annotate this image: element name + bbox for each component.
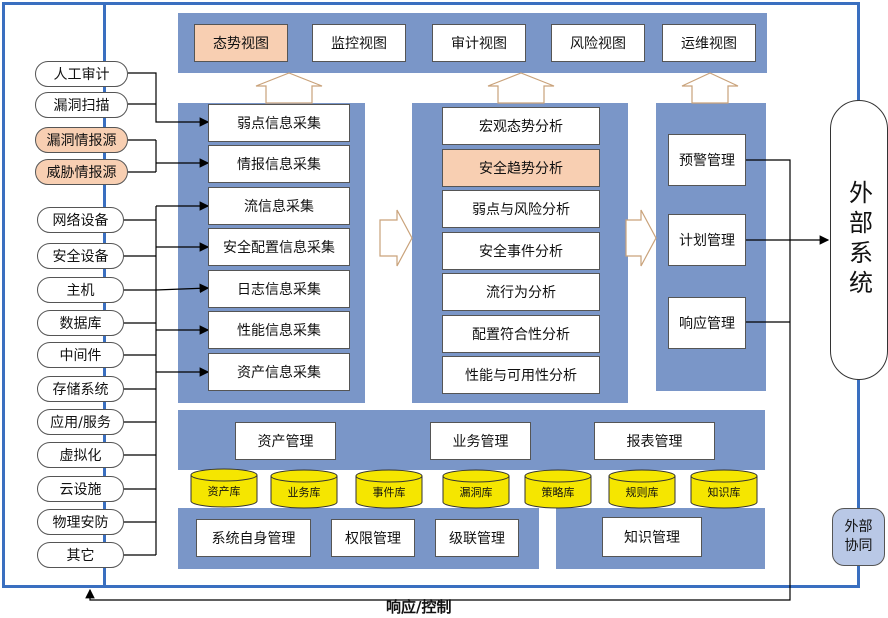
view-audit[interactable]: 审计视图: [432, 24, 526, 62]
mgmt-alert[interactable]: 预警管理: [668, 134, 746, 186]
analysis-event[interactable]: 安全事件分析: [442, 232, 600, 270]
source-middleware[interactable]: 中间件: [37, 342, 124, 368]
database-icon: [524, 469, 592, 509]
analysis-perf[interactable]: 性能与可用性分析: [442, 356, 600, 394]
db-business[interactable]: 业务库: [270, 469, 338, 509]
db-event[interactable]: 事件库: [355, 469, 423, 509]
source-other[interactable]: 其它: [37, 542, 124, 568]
db-label: 资产库: [207, 485, 241, 498]
db-label: 事件库: [372, 486, 406, 499]
cascade-mgmt[interactable]: 级联管理: [435, 519, 519, 557]
db-label: 漏洞库: [459, 486, 493, 499]
collect-perf[interactable]: 性能信息采集: [208, 311, 350, 349]
collect-secconfig[interactable]: 安全配置信息采集: [208, 228, 350, 266]
source-physical-security[interactable]: 物理安防: [37, 509, 124, 535]
db-label: 知识库: [707, 486, 741, 499]
source-host[interactable]: 主机: [37, 277, 124, 303]
mgmt-plan[interactable]: 计划管理: [668, 214, 746, 266]
source-vuln-intel[interactable]: 漏洞情报源: [35, 127, 128, 153]
source-storage[interactable]: 存储系统: [37, 376, 124, 402]
mid-asset-mgmt[interactable]: 资产管理: [235, 422, 336, 460]
view-situation[interactable]: 态势视图: [194, 24, 288, 62]
database-icon: [355, 469, 423, 509]
db-asset[interactable]: 资产库: [190, 468, 258, 508]
mgmt-response[interactable]: 响应管理: [668, 297, 746, 349]
source-database[interactable]: 数据库: [37, 310, 124, 336]
source-virtualization[interactable]: 虚拟化: [37, 442, 124, 468]
analysis-macro[interactable]: 宏观态势分析: [442, 107, 600, 145]
external-system-label: 外部系统: [844, 180, 873, 300]
view-risk[interactable]: 风险视图: [551, 24, 645, 62]
collect-asset[interactable]: 资产信息采集: [208, 353, 350, 391]
collect-log[interactable]: 日志信息采集: [208, 270, 350, 308]
database-icon: [442, 469, 510, 509]
analysis-flow[interactable]: 流行为分析: [442, 273, 600, 311]
collect-vuln[interactable]: 弱点信息采集: [208, 104, 350, 142]
analysis-config[interactable]: 配置符合性分析: [442, 315, 600, 353]
external-system[interactable]: 外部系统: [830, 100, 888, 380]
knowledge-mgmt[interactable]: 知识管理: [602, 517, 702, 557]
collect-flow[interactable]: 流信息采集: [208, 187, 350, 225]
database-icon: [190, 468, 258, 508]
db-label: 规则库: [625, 486, 659, 499]
database-icon: [270, 469, 338, 509]
external-coop[interactable]: 外部协同: [832, 508, 885, 566]
view-monitor[interactable]: 监控视图: [312, 24, 406, 62]
db-vuln[interactable]: 漏洞库: [442, 469, 510, 509]
database-icon: [690, 469, 758, 509]
analysis-vuln-risk[interactable]: 弱点与风险分析: [442, 190, 600, 228]
system-self-mgmt[interactable]: 系统自身管理: [196, 519, 311, 557]
analysis-trend[interactable]: 安全趋势分析: [442, 149, 600, 187]
source-network-device[interactable]: 网络设备: [37, 207, 124, 233]
db-policy[interactable]: 策略库: [524, 469, 592, 509]
source-app-service[interactable]: 应用/服务: [37, 409, 124, 435]
mid-report-mgmt[interactable]: 报表管理: [594, 422, 715, 460]
db-knowledge[interactable]: 知识库: [690, 469, 758, 509]
source-cloud[interactable]: 云设施: [37, 476, 124, 502]
db-rule[interactable]: 规则库: [608, 469, 676, 509]
source-security-device[interactable]: 安全设备: [37, 243, 124, 269]
source-vuln-scan[interactable]: 漏洞扫描: [35, 92, 128, 118]
database-icon: [608, 469, 676, 509]
db-label: 业务库: [287, 486, 321, 499]
source-manual-audit[interactable]: 人工审计: [35, 61, 128, 87]
db-label: 策略库: [541, 486, 575, 499]
permission-mgmt[interactable]: 权限管理: [331, 519, 415, 557]
response-control-label: 响应/控制: [386, 598, 452, 616]
source-threat-intel[interactable]: 威胁情报源: [35, 159, 128, 185]
external-coop-label: 外部协同: [844, 519, 873, 554]
collect-intel[interactable]: 情报信息采集: [208, 145, 350, 183]
mid-business-mgmt[interactable]: 业务管理: [430, 422, 531, 460]
view-ops[interactable]: 运维视图: [662, 24, 756, 62]
